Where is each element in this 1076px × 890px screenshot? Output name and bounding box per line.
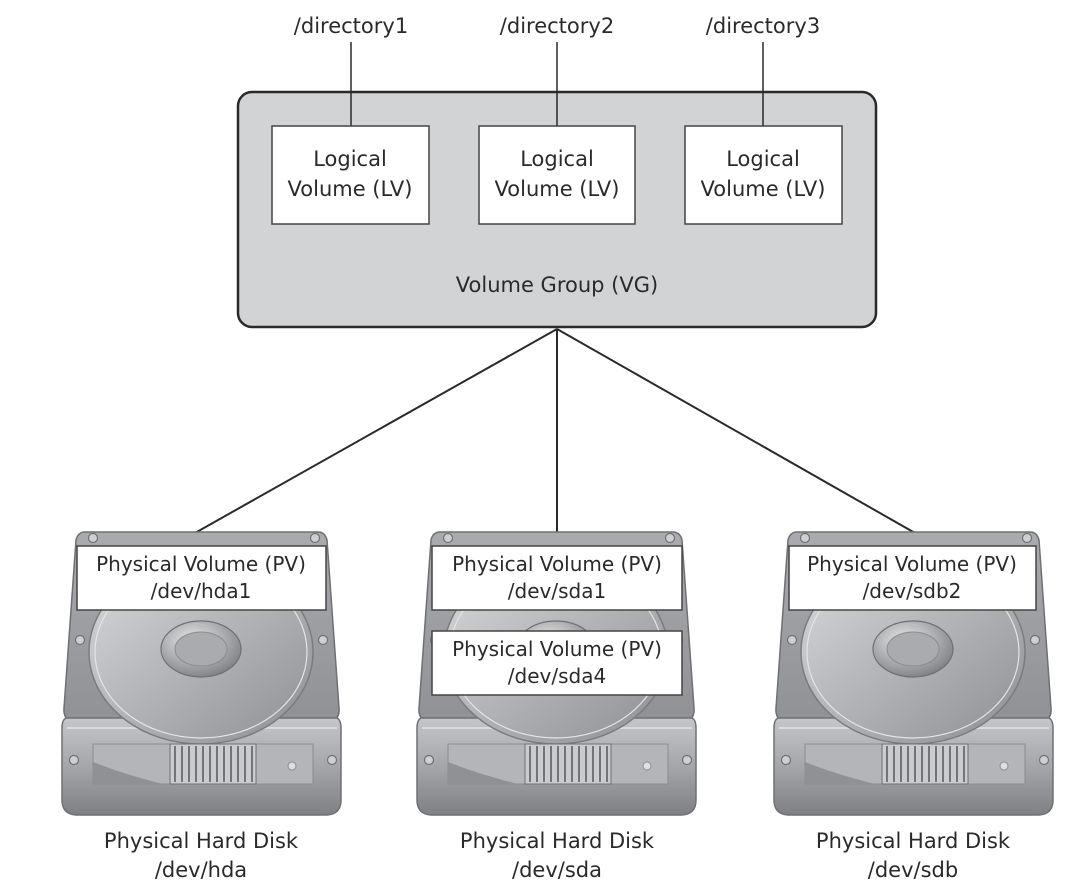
physical-volume: Physical Volume (PV) /dev/sdb2 <box>788 545 1037 611</box>
disk-led <box>642 761 652 771</box>
disk-device: /dev/sda <box>512 858 602 882</box>
disk-screw <box>68 754 80 766</box>
directory-label: /directory2 <box>500 14 614 38</box>
disk-name: Physical Hard Disk <box>104 829 299 853</box>
lv-label-line2: Volume (LV) <box>288 177 413 201</box>
lv-label-line2: Volume (LV) <box>495 177 620 201</box>
pv-device: /dev/hda1 <box>151 579 252 603</box>
lv-label-line1: Logical <box>313 147 387 171</box>
physical-volume: Physical Volume (PV) /dev/sda1 <box>431 545 683 611</box>
disk-screw <box>309 532 321 544</box>
disk-vent-grille <box>524 743 612 785</box>
directory-label: /directory3 <box>706 14 820 38</box>
disk-screw <box>1038 754 1050 766</box>
disk-screw <box>423 754 435 766</box>
physical-volume: Physical Volume (PV) /dev/sda4 <box>431 630 683 696</box>
vg-connector <box>556 328 916 534</box>
physical-volume: Physical Volume (PV) /dev/hda1 <box>76 545 327 611</box>
disk-screw <box>442 532 454 544</box>
disk-screw <box>799 532 811 544</box>
logical-volume: Logical Volume (LV) <box>684 125 843 225</box>
lv-label-line1: Logical <box>726 147 800 171</box>
pv-title: Physical Volume (PV) <box>452 637 662 661</box>
pv-device: /dev/sda4 <box>508 664 606 688</box>
logical-volume: Logical Volume (LV) <box>478 125 636 225</box>
disk-screw <box>681 754 693 766</box>
disk-screw <box>87 532 99 544</box>
disk-screw <box>317 634 329 646</box>
disk-device: /dev/hda <box>155 858 247 882</box>
pv-title: Physical Volume (PV) <box>96 552 306 576</box>
disk-screw <box>326 754 338 766</box>
vg-connector <box>194 328 558 534</box>
disk-vent-grille <box>169 743 257 785</box>
directory-label: /directory1 <box>294 14 408 38</box>
lv-label-line1: Logical <box>520 147 594 171</box>
disk-led <box>999 761 1009 771</box>
disk-vent-grille <box>881 743 969 785</box>
pv-title: Physical Volume (PV) <box>452 552 662 576</box>
disk-device: /dev/sdb <box>868 858 958 882</box>
pv-title: Physical Volume (PV) <box>807 552 1017 576</box>
disk-screw <box>74 634 86 646</box>
lv-label-line2: Volume (LV) <box>701 177 826 201</box>
disk-screw <box>1029 634 1041 646</box>
disk-screw <box>780 754 792 766</box>
pv-device: /dev/sda1 <box>508 579 606 603</box>
logical-volume: Logical Volume (LV) <box>271 125 430 225</box>
volume-group-label: Volume Group (VG) <box>456 273 658 297</box>
pv-device: /dev/sdb2 <box>863 579 962 603</box>
disk-name: Physical Hard Disk <box>816 829 1011 853</box>
disk-led <box>287 761 297 771</box>
disk-name: Physical Hard Disk <box>460 829 655 853</box>
disk-screw <box>664 532 676 544</box>
disk-screw <box>786 634 798 646</box>
disk-screw <box>1021 532 1033 544</box>
